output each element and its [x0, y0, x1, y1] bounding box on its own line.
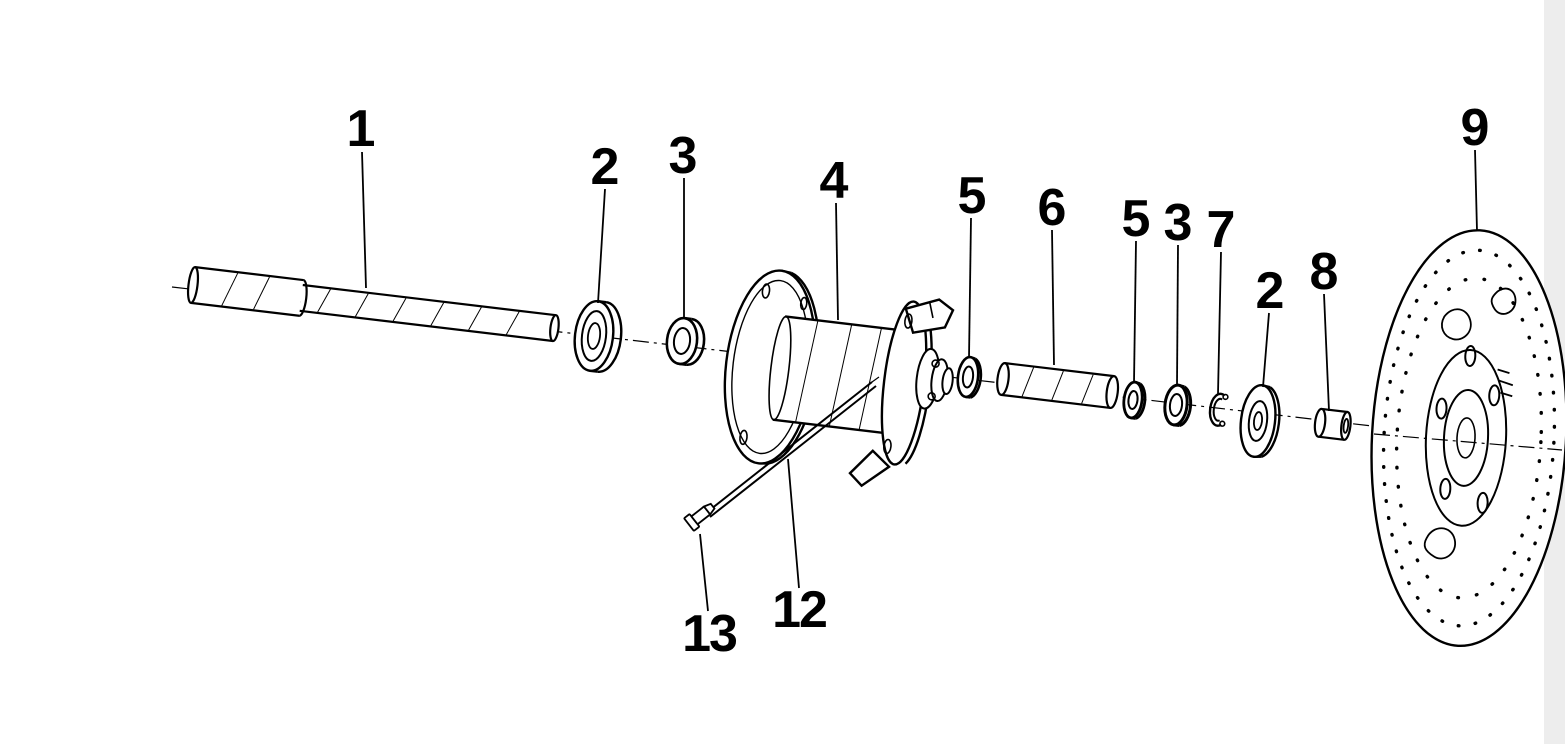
part-2-seal-right: [1239, 383, 1281, 459]
part-8-nut: [1313, 407, 1352, 441]
leader-12: [787, 458, 800, 589]
callout-5a: 5: [957, 167, 987, 225]
part-2-seal-left: [573, 299, 623, 373]
leader-2b: [1262, 312, 1270, 388]
part-1-axle: [186, 266, 560, 343]
part-13-screw: [683, 502, 716, 532]
callout-3a: 3: [668, 127, 698, 185]
part-3-bearing-right: [1163, 383, 1193, 428]
callout-8: 8: [1309, 243, 1339, 301]
callout-5b: 5: [1121, 190, 1151, 248]
leader-lines: [361, 149, 1478, 612]
leader-6: [1051, 229, 1055, 366]
leader-5b: [1133, 240, 1137, 384]
part-4-hub: [723, 269, 955, 488]
part-5-washer-left: [956, 355, 983, 399]
leader-8: [1323, 293, 1330, 412]
leader-3b: [1176, 244, 1179, 387]
leader-4: [835, 202, 839, 321]
leader-5a: [968, 217, 972, 359]
callout-2b: 2: [1255, 262, 1285, 320]
callout-6: 6: [1037, 179, 1067, 237]
leader-2a: [597, 188, 606, 304]
part-3-bearing-left: [665, 316, 706, 366]
callout-7: 7: [1206, 201, 1236, 259]
callout-2a: 2: [590, 138, 620, 196]
part-7-circlip: [1208, 392, 1229, 427]
disc-centerline: [1373, 433, 1563, 451]
part-6-spacer-tube: [996, 361, 1120, 410]
callout-4: 4: [819, 152, 849, 210]
callout-3b: 3: [1163, 194, 1193, 252]
leader-1: [361, 151, 367, 289]
part-12-rod: [705, 376, 880, 518]
callout-12: 12: [772, 581, 828, 639]
callout-9: 9: [1460, 99, 1490, 157]
part-5-washer-right: [1122, 380, 1147, 420]
leader-9: [1474, 149, 1478, 232]
part-9-brake-disc: [1370, 229, 1565, 648]
leader-7: [1217, 251, 1222, 395]
callout-13: 13: [682, 605, 738, 663]
leader-13: [699, 533, 709, 612]
callout-1: 1: [346, 100, 376, 158]
